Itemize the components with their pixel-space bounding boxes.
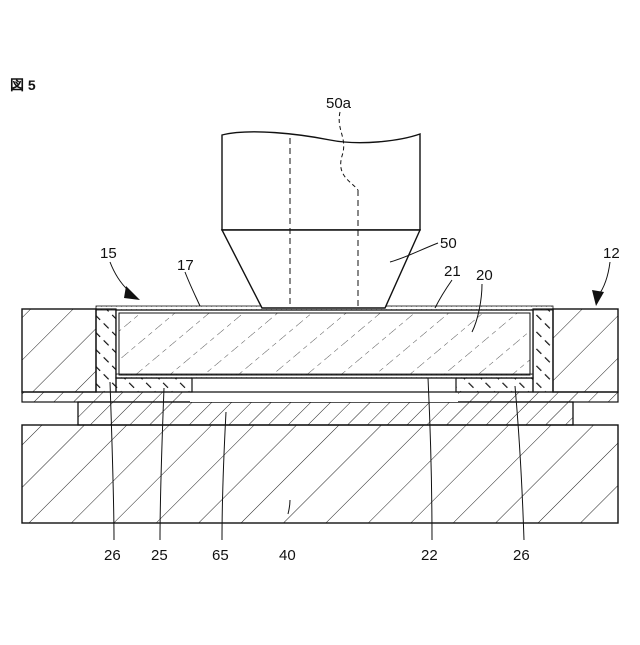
left-seal <box>96 309 116 392</box>
label-top-film: 17 <box>177 257 194 274</box>
arrow-left-frame <box>124 286 140 300</box>
arrow-right-frame <box>592 290 604 306</box>
chip-body <box>119 313 530 375</box>
label-left-frame: 15 <box>100 245 117 262</box>
label-inner-layer: 21 <box>444 263 461 280</box>
center-opening <box>190 378 458 402</box>
right-frame-block <box>553 309 618 392</box>
label-right-frame: 12 <box>603 245 620 262</box>
leader-right-frame <box>598 262 610 296</box>
right-seal <box>533 309 553 392</box>
nozzle-tip <box>222 230 420 308</box>
nozzle-shank <box>222 132 420 230</box>
figure-label: 図 5 <box>10 77 36 93</box>
spacer-plate <box>78 402 573 425</box>
label-nozzle: 50 <box>440 235 457 252</box>
label-nozzle-axis: 50a <box>326 95 352 112</box>
label-left-seal: 26 <box>104 547 121 564</box>
label-spacer: 65 <box>212 547 229 564</box>
label-bottom-film: 22 <box>421 547 438 564</box>
label-chip: 20 <box>476 267 493 284</box>
left-pad <box>116 378 192 392</box>
label-base: 40 <box>279 547 296 564</box>
label-left-pad: 25 <box>151 547 168 564</box>
leader-inner-layer <box>435 280 452 308</box>
label-right-seal: 26 <box>513 547 530 564</box>
left-frame-block <box>22 309 96 392</box>
right-pad <box>456 378 533 392</box>
leader-top-film <box>185 272 200 306</box>
bottom-film <box>116 374 533 378</box>
